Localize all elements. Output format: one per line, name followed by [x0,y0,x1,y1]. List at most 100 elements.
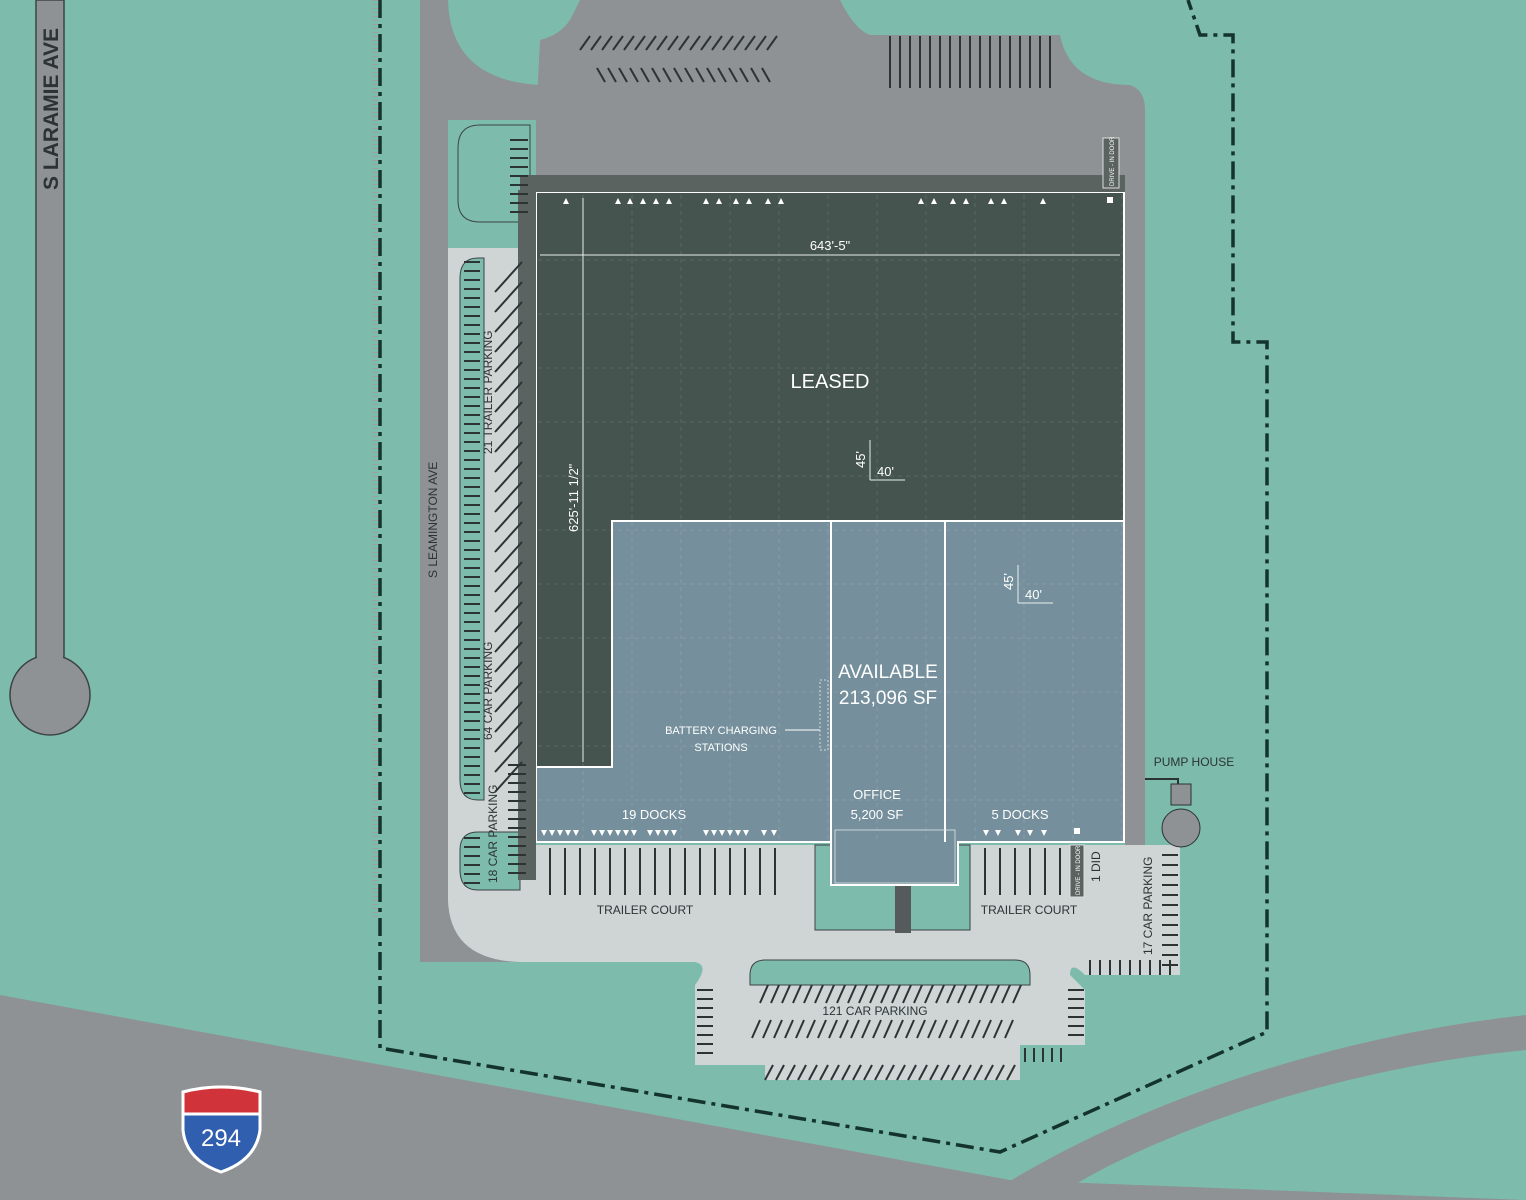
trailer-stall-stripe [494,501,523,533]
trailer-parking-label: 21 TRAILER PARKING [481,330,495,454]
trailer-stall-stripe [494,521,523,553]
trailer-stall-stripe [494,741,523,773]
dock-door-marker [615,830,621,836]
parking-stripe [733,35,745,51]
did-label: 1 DID [1089,851,1103,882]
dock-door-marker [743,830,749,836]
trailer-stall-stripe [494,381,523,413]
dock-door-marker [735,830,741,836]
parking-stripe [973,1064,983,1081]
car-parking-121-label: 121 CAR PARKING [822,1004,927,1018]
parking-stripe [792,984,802,1004]
parking-stripe [852,1064,862,1081]
trailer-stall-stripe [494,321,523,353]
parking-stripe [982,1019,992,1039]
parking-stripe [744,35,756,51]
dock-door-marker [931,198,937,204]
parking-stripe [885,1064,895,1081]
truck-court [448,248,1180,1080]
parking-stripe [896,1064,906,1081]
parking-stripe [623,35,635,51]
dock-door-marker [727,830,733,836]
dock-door-marker [746,198,752,204]
parking-stripe [814,984,824,1004]
car-parking-18-label: 18 CAR PARKING [486,785,500,883]
trailer-stall-stripe [494,341,523,373]
parking-stripe [806,1019,816,1039]
dock-door-marker [653,198,659,204]
parking-stripe [773,1019,783,1039]
parking-stripe [764,1064,774,1081]
dock-door-marker [711,830,717,836]
leamington-drive [420,0,540,120]
parking-stripe [979,984,989,1004]
dock-door-marker [615,198,621,204]
parking-stripe [711,35,723,51]
docks-east-label: 5 DOCKS [991,807,1048,822]
parking-stripe [850,1019,860,1039]
parking-stripe [817,1019,827,1039]
parking-stripe [755,35,767,51]
parking-stripe [1004,1019,1014,1039]
parking-stripe [700,35,712,51]
drive-in-door-marker [1074,828,1080,834]
dock-door-marker [719,830,725,836]
svg-text:DRIVE - IN DOOR: DRIVE - IN DOOR [1076,845,1082,895]
trailer-stall-stripe [494,581,523,613]
parking-stripe [839,1019,849,1039]
dock-door-marker [771,830,777,836]
trailer-stall-stripe [494,261,523,293]
laramie-label: S LARAMIE AVE [40,28,63,190]
parking-stripe [962,1064,972,1081]
parking-stripe [601,35,613,51]
parking-stripe [830,1064,840,1081]
trailer-stall-stripe [494,661,523,693]
interstate-shield: 294 [181,1085,262,1174]
trailer-stall-stripe [494,561,523,593]
parking-stripe [803,984,813,1004]
trailer-stall-stripe [494,541,523,573]
parking-stripe [596,67,606,83]
parking-stripe [678,35,690,51]
office-sf: 5,200 SF [851,807,904,822]
parking-stripe [872,1019,882,1039]
trailer-stall-stripe [494,641,523,673]
parking-stripe [946,984,956,1004]
parking-stripe [656,35,668,51]
pump-house-label: PUMP HOUSE [1154,755,1234,769]
parking-stripe [781,984,791,1004]
parking-stripe [924,984,934,1004]
dock-door-marker [703,830,709,836]
parking-stripe [618,67,628,83]
trailer-stall-stripe [494,481,523,513]
parking-stripes [464,35,1178,1081]
dock-door-marker [703,198,709,204]
battery-label-2: STATIONS [694,742,747,754]
parking-stripe [995,1064,1005,1081]
column-grid [538,195,1123,840]
dock-door-marker [1040,198,1046,204]
parking-stripe [579,35,591,51]
dock-door-marker [591,830,597,836]
trailer-stall-stripe [494,761,523,793]
parking-stripe [1006,1064,1016,1081]
parking-stripe [797,1064,807,1081]
parking-stripe [883,1019,893,1039]
dock-door-marker [983,830,989,836]
parking-stripe [684,67,694,83]
battery-label: BATTERY CHARGING [665,725,777,737]
dock-door-marker [963,198,969,204]
drive-in-door-south: DRIVE - IN DOOR [1069,844,1085,898]
building [535,191,1125,886]
parking-stripe [971,1019,981,1039]
parking-stripe [990,984,1000,1004]
parking-stripe [607,67,617,83]
west-island [459,257,485,801]
parking-stripe [750,67,760,83]
available-label: AVAILABLE [838,662,938,683]
parking-stripe [717,67,727,83]
parking-stripe [667,35,679,51]
parking-stripe [874,1064,884,1081]
dock-door-marker [647,830,653,836]
parking-stripe [728,67,738,83]
